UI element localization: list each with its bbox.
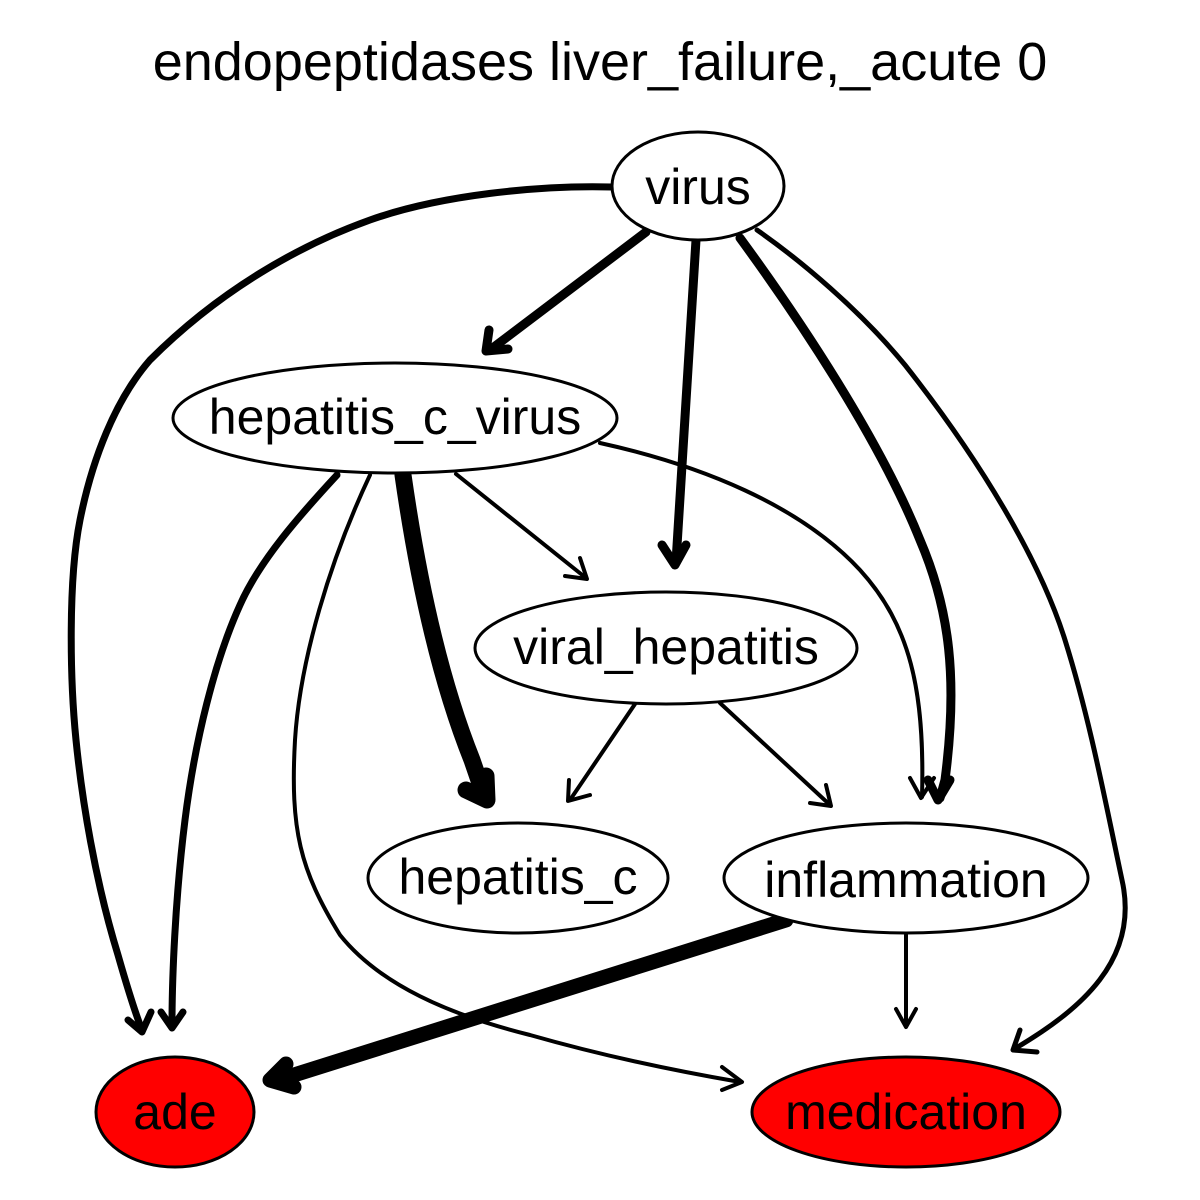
edges	[67, 183, 1128, 1095]
node-inflammation: inflammation	[722, 821, 1090, 935]
node-medication: medication	[750, 1055, 1062, 1169]
edge-hepatitis_c_virus-ade	[157, 471, 341, 1032]
node-label-ade: ade	[133, 1084, 216, 1140]
edge-inflammation-medication	[894, 933, 918, 1029]
edge-inflammation-ade	[262, 912, 794, 1095]
edge-hepatitis_c_virus-viral_hepatitis	[454, 472, 589, 581]
node-hepatitis_c: hepatitis_c	[366, 821, 670, 935]
edge-viral_hepatitis-inflammation	[718, 701, 833, 808]
edge-hepatitis_c_virus-medication	[291, 473, 744, 1092]
node-label-hepatitis_c: hepatitis_c	[398, 849, 637, 905]
edge-virus-medication	[754, 227, 1128, 1055]
node-label-hepatitis_c_virus: hepatitis_c_virus	[209, 389, 581, 445]
nodes: virus hepatitis_c_virus viral_hepatitis …	[94, 130, 1090, 1169]
node-hepatitis_c_virus: hepatitis_c_virus	[171, 361, 619, 475]
node-label-virus: virus	[645, 159, 751, 215]
node-label-inflammation: inflammation	[764, 852, 1047, 908]
node-label-viral_hepatitis: viral_hepatitis	[513, 619, 819, 675]
edge-virus-viral_hepatitis	[657, 235, 701, 570]
edge-virus-inflammation	[735, 233, 956, 805]
edge-viral_hepatitis-hepatitis_c	[566, 702, 637, 803]
node-viral_hepatitis: viral_hepatitis	[473, 590, 859, 706]
graph-title: endopeptidases liver_failure,_acute 0	[153, 32, 1048, 92]
edge-virus-ade	[67, 183, 616, 1036]
edge-virus-hepatitis_c_virus	[481, 227, 651, 356]
edge-hepatitis_c_virus-inflammation	[598, 441, 936, 800]
edge-hepatitis_c_virus-hepatitis_c	[394, 466, 496, 809]
node-label-medication: medication	[785, 1084, 1027, 1140]
node-virus: virus	[610, 130, 786, 242]
node-ade: ade	[94, 1055, 256, 1169]
